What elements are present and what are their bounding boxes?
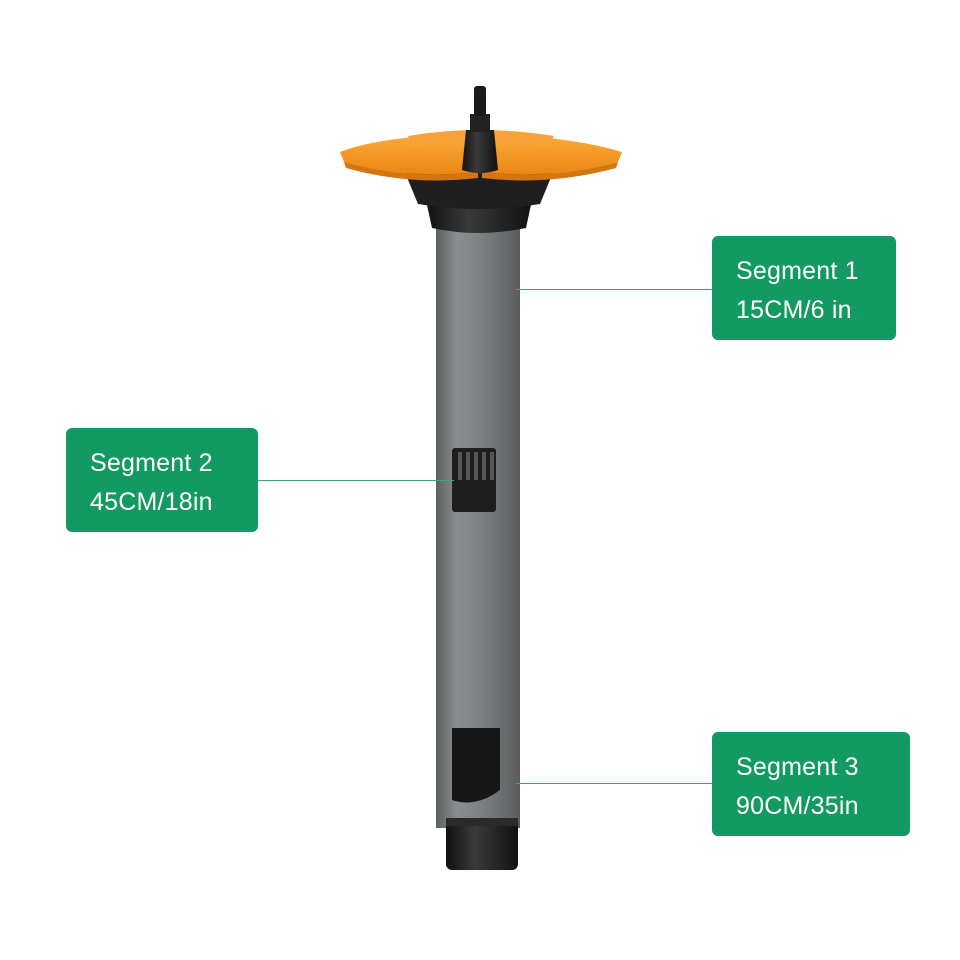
segment-2-length: 45CM/18in xyxy=(90,488,213,516)
top-cap xyxy=(462,86,498,173)
lower-entry-hole xyxy=(452,728,500,803)
segment-3-title: Segment 3 xyxy=(736,753,859,781)
label-segment-2: Segment 2 45CM/18in xyxy=(66,428,258,532)
segment-3-length: 90CM/35in xyxy=(736,792,859,820)
segment-1-title: Segment 1 xyxy=(736,257,859,285)
bottom-cap xyxy=(446,818,518,870)
segment-1-length: 15CM/6 in xyxy=(736,296,852,324)
leader-line-segment-1 xyxy=(516,289,712,290)
leader-line-segment-2 xyxy=(258,480,454,481)
segment-2-title: Segment 2 xyxy=(90,449,213,477)
orange-fins xyxy=(340,130,622,181)
label-segment-1: Segment 1 15CM/6 in xyxy=(712,236,896,340)
middle-grate xyxy=(452,448,496,512)
leader-line-segment-3 xyxy=(516,783,712,784)
label-segment-3: Segment 3 90CM/35in xyxy=(712,732,910,836)
